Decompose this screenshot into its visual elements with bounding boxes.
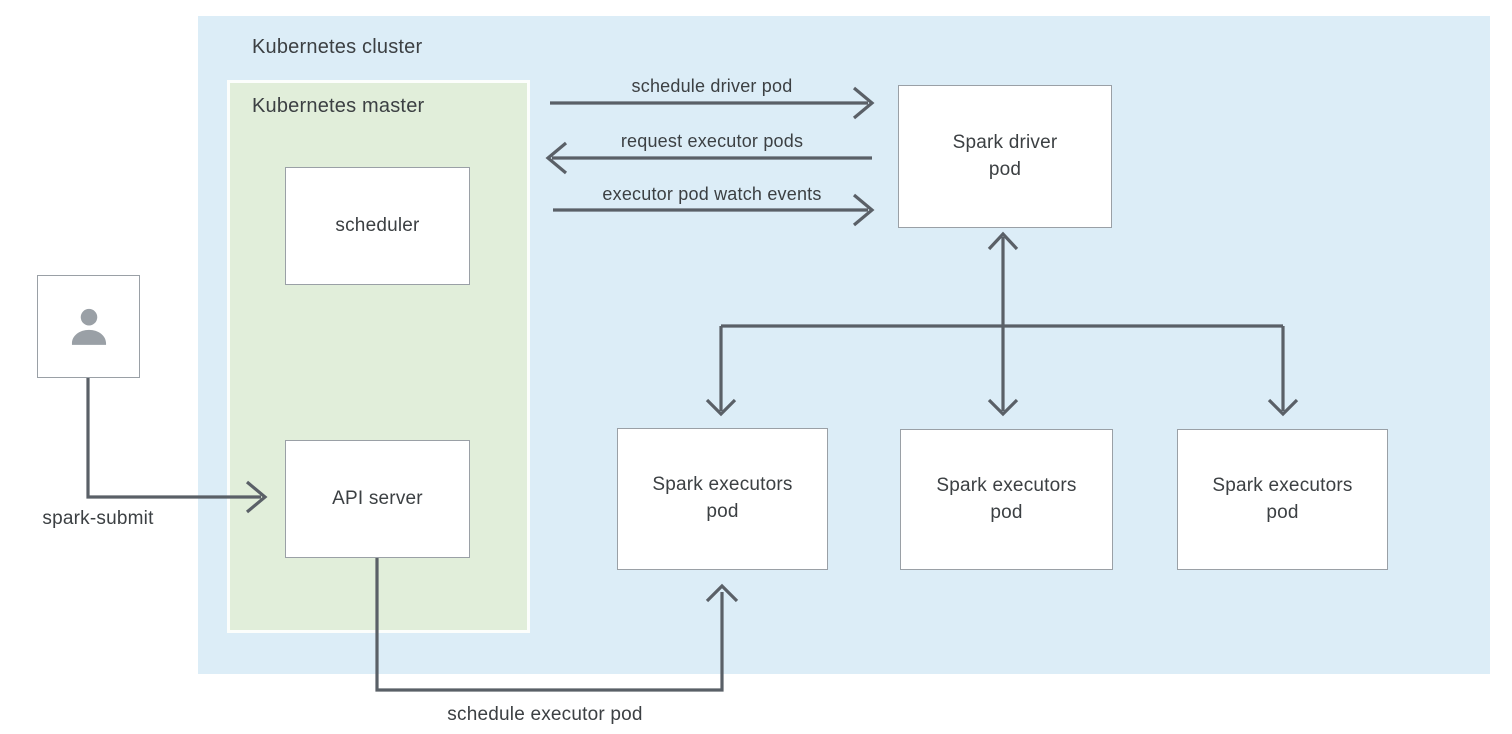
spark-driver-pod-label: Spark driver pod <box>952 131 1058 180</box>
edge-label-request-executor-pods: request executor pods <box>620 131 804 151</box>
edge-label-spark-submit: spark-submit <box>42 508 154 529</box>
node-spark-driver-pod: Spark driver pod <box>898 85 1112 228</box>
node-spark-executors-pod-2: Spark executors pod <box>900 429 1113 570</box>
edge-label-executor-pod-watch-events: executor pod watch events <box>602 184 822 204</box>
user-icon <box>71 308 106 345</box>
scheduler-label: scheduler <box>335 214 420 236</box>
node-spark-executors-pod-1: Spark executors pod <box>617 428 828 570</box>
kubernetes-master-label: Kubernetes master <box>252 95 425 117</box>
edge-label-schedule-driver-pod: schedule driver pod <box>631 76 793 96</box>
user-box <box>37 275 140 378</box>
node-scheduler: scheduler <box>285 167 470 285</box>
spark-executors-pod-2-label: Spark executors pod <box>936 474 1077 523</box>
node-api-server: API server <box>285 440 470 558</box>
kubernetes-cluster-label: Kubernetes cluster <box>252 36 423 58</box>
spark-executors-pod-3-label: Spark executors pod <box>1212 474 1353 523</box>
edge-label-schedule-executor-pod: schedule executor pod <box>447 704 643 725</box>
node-spark-executors-pod-3: Spark executors pod <box>1177 429 1388 570</box>
api-server-label: API server <box>332 487 423 509</box>
spark-executors-pod-1-label: Spark executors pod <box>652 474 793 522</box>
